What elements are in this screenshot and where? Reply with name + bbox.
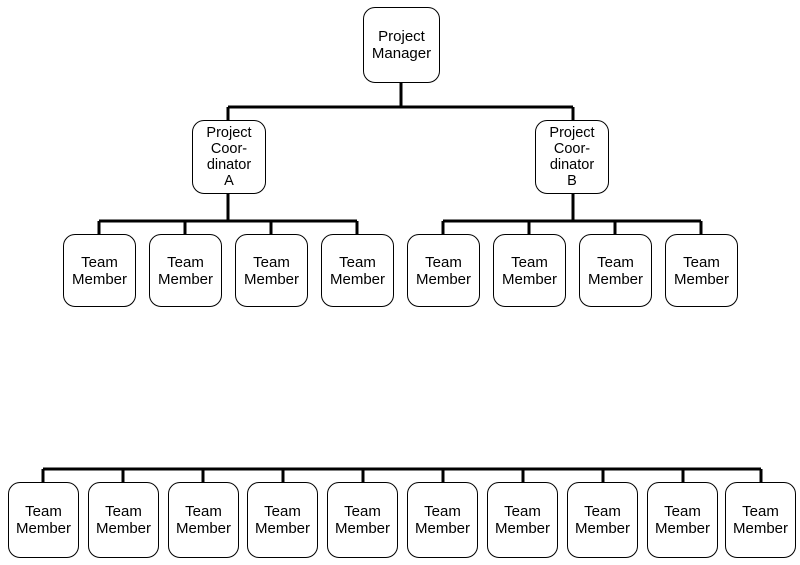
node-label-line: Member [654, 520, 710, 537]
node-label-line: Member [415, 270, 471, 288]
node-label-line: Member [732, 520, 788, 537]
node-label-line: Member [329, 270, 385, 288]
node-label-line: Team [344, 503, 381, 520]
node-label-line: Team [664, 503, 701, 520]
node-label-line: Team [185, 503, 222, 520]
node-label-line: Member [501, 270, 557, 288]
node-label-line: Member [574, 520, 630, 537]
node-label-line: A [224, 173, 234, 189]
node-label-line: Member [71, 270, 127, 288]
node-label-line: Project [206, 125, 252, 141]
node-label-line: Team [264, 503, 301, 520]
node-label-line: Coor- [210, 141, 248, 157]
node-label-line: Member [95, 520, 151, 537]
node-label-line: Member [334, 520, 390, 537]
node-label-line: Member [175, 520, 231, 537]
node-label-line: Team [504, 503, 541, 520]
node-label-line: Team [105, 503, 142, 520]
node-label-line: Project [549, 125, 595, 141]
project-manager-node: Project Manager [363, 7, 440, 83]
node-label-line: Member [414, 520, 470, 537]
node-label-line: Team [597, 253, 634, 271]
node-label-line: Team [424, 503, 461, 520]
node-label-line: Member [673, 270, 729, 288]
node-label-line: Team [25, 503, 62, 520]
node-label-line: Team [742, 503, 779, 520]
project-coordinator-a-node: Project Coor- dinator A [192, 120, 266, 194]
node-label-line: Team [339, 253, 376, 271]
node-label-line: Coor- [553, 141, 591, 157]
node-label-line: B [567, 173, 577, 189]
node-label-line: Project [378, 28, 425, 45]
node-label-line: Team [167, 253, 204, 271]
node-label-line: dinator [549, 157, 595, 173]
node-label-line: Member [157, 270, 213, 288]
node-label-line: Member [587, 270, 643, 288]
node-label-line: Member [15, 520, 71, 537]
node-label-line: dinator [206, 157, 252, 173]
node-label-line: Member [243, 270, 299, 288]
node-label-line: Team [253, 253, 290, 271]
node-label-line: Team [511, 253, 548, 271]
node-label-line: Team [683, 253, 720, 271]
project-coordinator-b-node: Project Coor- dinator B [535, 120, 609, 194]
node-label-line: Manager [371, 45, 432, 62]
node-label-line: Team [584, 503, 621, 520]
node-label-line: Team [81, 253, 118, 271]
node-label-line: Member [494, 520, 550, 537]
node-label-line: Team [425, 253, 462, 271]
node-label-line: Member [254, 520, 310, 537]
